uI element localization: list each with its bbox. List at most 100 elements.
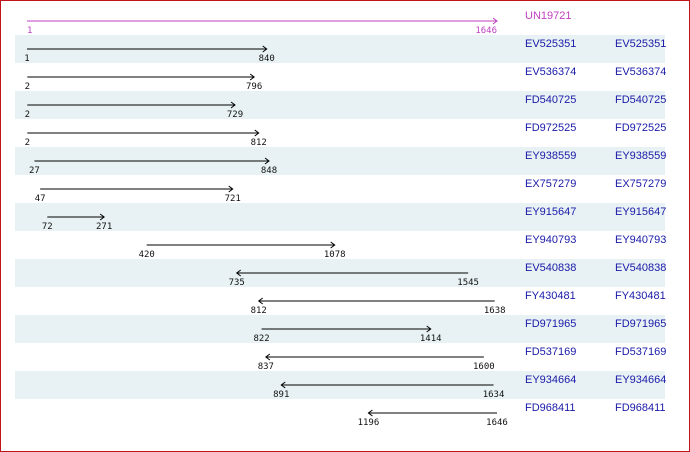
accession-link[interactable]: EY915647 — [525, 206, 577, 218]
alignment-row-track: 2 796 — [25, 73, 262, 92]
accession-link[interactable]: FD540725 — [525, 94, 577, 106]
alignment-row: 72 271 EY915647 EY915647 — [15, 203, 667, 232]
start-position-label: 1 — [24, 54, 29, 64]
accession-link[interactable]: EY938559 — [525, 150, 577, 162]
arrowhead-icon — [235, 269, 242, 277]
start-position-label: 837 — [258, 362, 274, 372]
start-position-label: 27 — [29, 166, 40, 176]
start-position-label: 2 — [25, 138, 30, 148]
start-position-label: 47 — [35, 194, 46, 204]
accession-link-secondary[interactable]: FD540725 — [615, 94, 667, 106]
accession-link-secondary[interactable]: EV540838 — [615, 262, 667, 274]
end-position-label: 1646 — [475, 26, 497, 36]
query-accession-link[interactable]: UN19721 — [525, 10, 572, 22]
alignment-row-track: 735 1545 — [229, 269, 479, 288]
alignment-row: 27 848 EY938559 EY938559 — [15, 147, 667, 176]
alignment-row: 891 1634 EY934664 EY934664 — [15, 371, 667, 400]
accession-link-secondary[interactable]: EY938559 — [615, 150, 667, 162]
alignment-row: 812 1638 FY430481 FY430481 — [15, 287, 666, 316]
accession-link[interactable]: FY430481 — [525, 290, 576, 302]
end-position-label: 1600 — [473, 362, 495, 372]
accession-link-secondary[interactable]: FD537169 — [615, 346, 667, 358]
alignment-row-track: 27 848 — [29, 157, 277, 176]
start-position-label: 2 — [25, 82, 30, 92]
start-position-label: 1196 — [358, 418, 380, 428]
start-position-label: 72 — [42, 222, 53, 232]
accession-link-secondary[interactable]: FD972525 — [615, 122, 667, 134]
alignment-row: 2 812 FD972525 FD972525 — [15, 119, 667, 148]
end-position-label: 729 — [227, 110, 243, 120]
accession-link-secondary[interactable]: EX757279 — [615, 178, 667, 190]
arrowhead-icon — [257, 297, 264, 305]
accession-link[interactable]: EY940793 — [525, 234, 577, 246]
alignment-row-track: 837 1600 — [258, 353, 495, 372]
alignment-row: 837 1600 FD537169 FD537169 — [15, 343, 667, 372]
alignment-row-track: 812 1638 — [251, 297, 506, 316]
end-position-label: 271 — [96, 222, 112, 232]
accession-link[interactable]: FD537169 — [525, 346, 577, 358]
arrowhead-icon — [426, 325, 432, 333]
arrowhead-icon — [230, 101, 236, 109]
end-position-label: 1638 — [484, 306, 506, 316]
accession-link[interactable]: EY934664 — [525, 374, 577, 386]
arrowhead-icon — [280, 381, 286, 389]
arrowhead-icon — [330, 241, 336, 249]
alignment-row: 420 1078 EY940793 EY940793 — [15, 231, 667, 260]
alignment-row: 1196 1646 FD968411 FD968411 — [15, 399, 666, 428]
start-position-label: 822 — [253, 334, 269, 344]
accession-link[interactable]: FD971965 — [525, 318, 577, 330]
start-position-label: 735 — [229, 278, 245, 288]
accession-link[interactable]: FD972525 — [525, 122, 577, 134]
end-position-label: 721 — [225, 194, 241, 204]
end-position-label: 1545 — [457, 278, 479, 288]
arrowhead-icon — [249, 73, 255, 81]
accession-link-secondary[interactable]: FD968411 — [615, 402, 666, 414]
arrowhead-icon — [265, 353, 271, 361]
arrowhead-icon — [367, 409, 373, 417]
end-position-label: 812 — [251, 138, 267, 148]
accession-link[interactable]: FD968411 — [525, 402, 576, 414]
alignment-row: 2 796 EV536374 EV536374 — [15, 63, 667, 92]
end-position-label: 796 — [246, 82, 262, 92]
start-position-label: 1 — [27, 26, 32, 36]
alignment-row-track: 2 812 — [25, 129, 267, 148]
accession-link-secondary[interactable]: EY940793 — [615, 234, 667, 246]
start-position-label: 2 — [25, 110, 30, 120]
end-position-label: 848 — [261, 166, 277, 176]
alignment-row: 2 729 FD540725 FD540725 — [15, 91, 667, 120]
query-row-track: 1 1646 — [27, 17, 498, 36]
alignment-row-track: 47 721 — [35, 185, 241, 204]
end-position-label: 840 — [259, 54, 275, 64]
arrowhead-icon — [492, 17, 498, 25]
arrowhead-icon — [254, 129, 260, 137]
accession-link-secondary[interactable]: FD971965 — [615, 318, 667, 330]
accession-link-secondary[interactable]: EV536374 — [615, 66, 667, 78]
arrowhead-icon — [264, 157, 270, 165]
alignment-row-track: 1196 1646 — [358, 409, 508, 428]
end-position-label: 1646 — [486, 418, 508, 428]
arrowhead-icon — [262, 45, 268, 53]
accession-link[interactable]: EV525351 — [525, 38, 577, 50]
accession-link[interactable]: EV540838 — [525, 262, 577, 274]
start-position-label: 812 — [251, 306, 267, 316]
accession-link-secondary[interactable]: EY915647 — [615, 206, 667, 218]
alignment-row-track: 420 1078 — [139, 241, 346, 260]
arrowhead-icon — [99, 213, 105, 221]
end-position-label: 1078 — [324, 250, 346, 260]
accession-link[interactable]: EX757279 — [525, 178, 577, 190]
alignment-row: 735 1545 EV540838 EV540838 — [15, 259, 667, 288]
accession-link-secondary[interactable]: EV525351 — [615, 38, 667, 50]
alignment-row: 47 721 EX757279 EX757279 — [15, 175, 667, 204]
start-position-label: 891 — [273, 390, 289, 400]
accession-link-secondary[interactable]: EY934664 — [615, 374, 667, 386]
start-position-label: 420 — [139, 250, 155, 260]
alignment-row-track: 2 729 — [25, 101, 243, 120]
end-position-label: 1634 — [483, 390, 505, 400]
accession-link-secondary[interactable]: FY430481 — [615, 290, 666, 302]
accession-link[interactable]: EV536374 — [525, 66, 577, 78]
